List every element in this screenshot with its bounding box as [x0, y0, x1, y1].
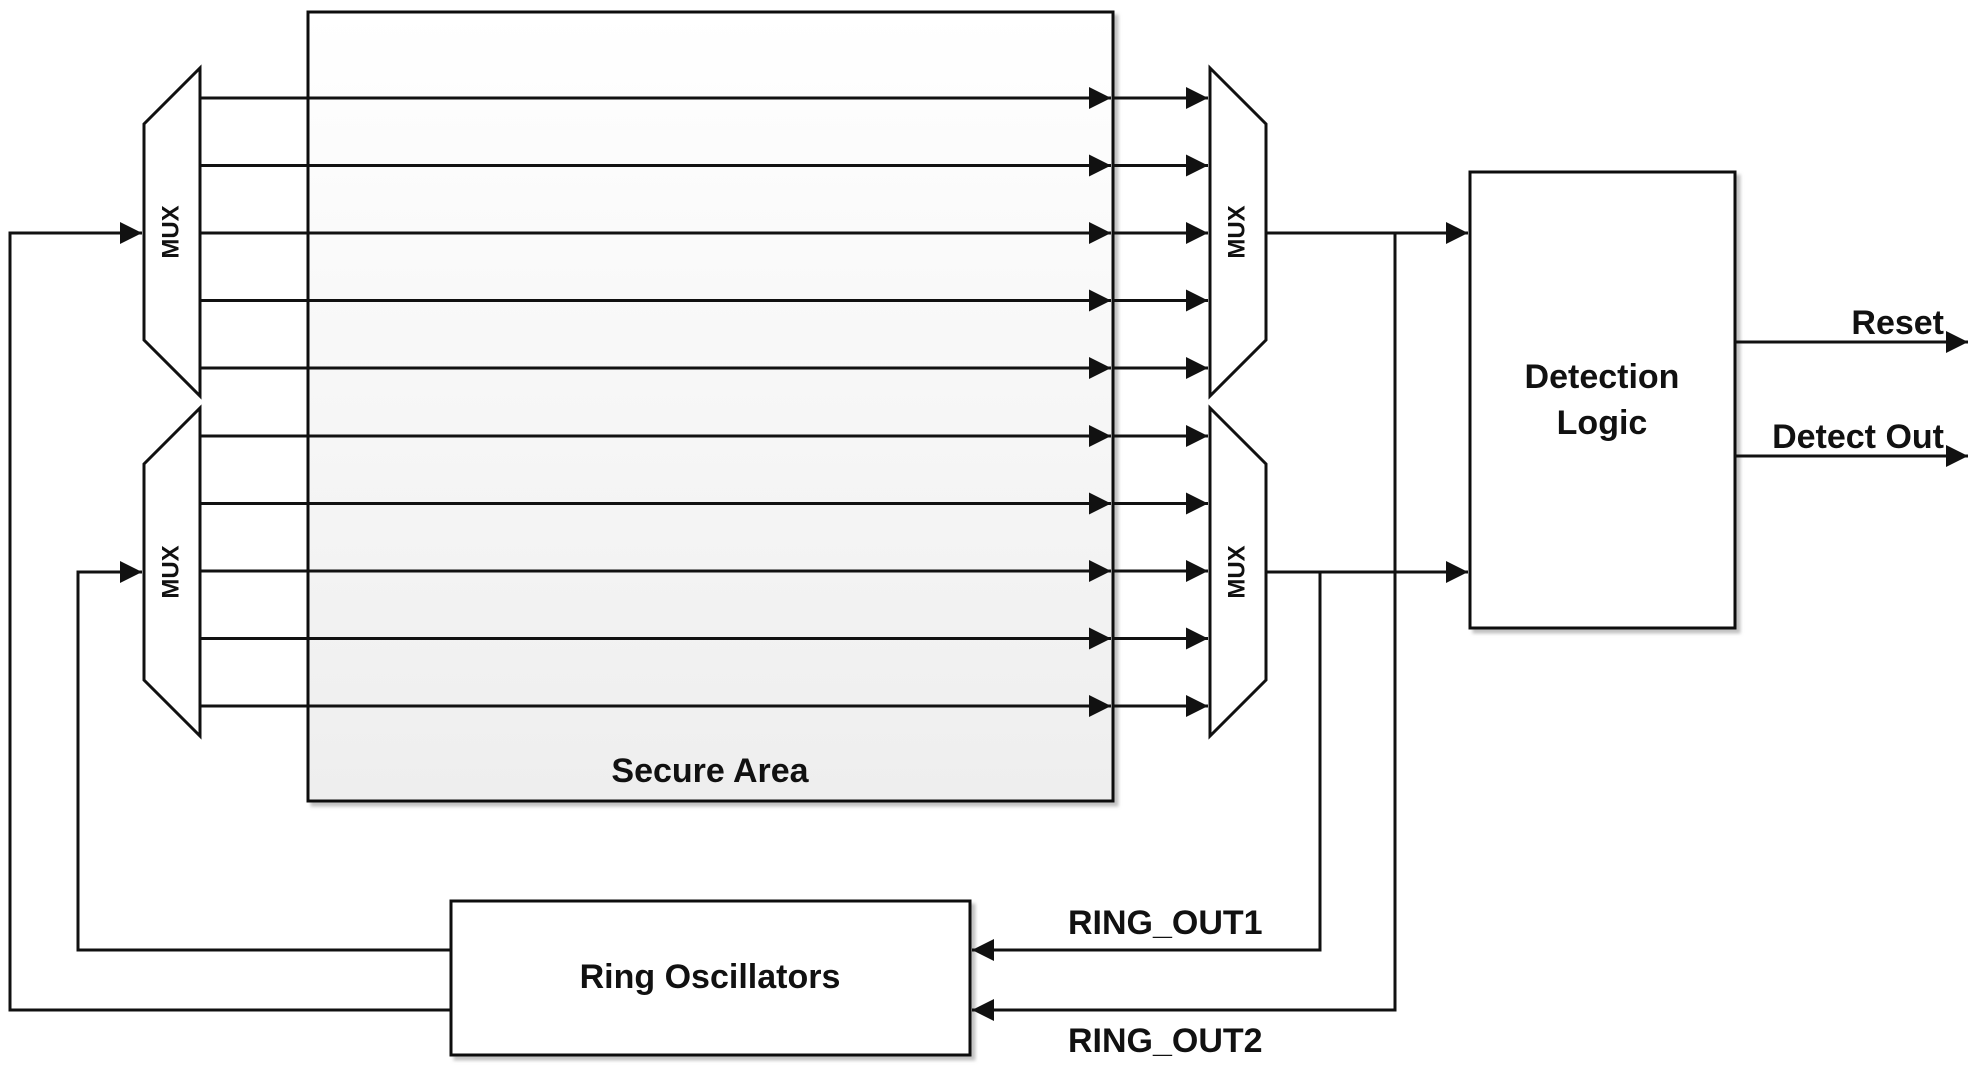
- reset-label: Reset: [1851, 304, 1944, 342]
- ro-to-left-mux-bottom-wire: [76, 561, 451, 952]
- secure-area-box: [306, 10, 1115, 803]
- right-mux-bottom: [1208, 404, 1268, 740]
- right-mux-top-label: MUX: [1223, 205, 1250, 258]
- ring-out2-wire: [972, 233, 1397, 1021]
- ring-out1-wire: [972, 572, 1322, 961]
- secure-area-label: Secure Area: [611, 752, 809, 790]
- left-mux-top-label: MUX: [157, 205, 184, 258]
- detection-logic-box: [1468, 170, 1737, 630]
- ro-to-left-mux-top-wire: [8, 222, 451, 1012]
- ring-oscillators-label: Ring Oscillators: [580, 958, 841, 996]
- detect-out-label: Detect Out: [1772, 418, 1944, 456]
- ring-oscillators-box: [449, 899, 972, 1057]
- left-mux-top: [142, 64, 202, 400]
- detection-logic-label-line1: Detection: [1525, 358, 1680, 396]
- detection-logic-label-line2: Logic: [1557, 404, 1648, 442]
- left-mux-bottom: [142, 404, 202, 740]
- channel-lines: [200, 87, 1208, 717]
- left-mux-bottom-label: MUX: [157, 545, 184, 598]
- ring-out1-label: RING_OUT1: [1068, 904, 1263, 942]
- ring-out2-label: RING_OUT2: [1068, 1022, 1263, 1060]
- right-mux-top: [1208, 64, 1268, 400]
- right-mux-bottom-label: MUX: [1223, 545, 1250, 598]
